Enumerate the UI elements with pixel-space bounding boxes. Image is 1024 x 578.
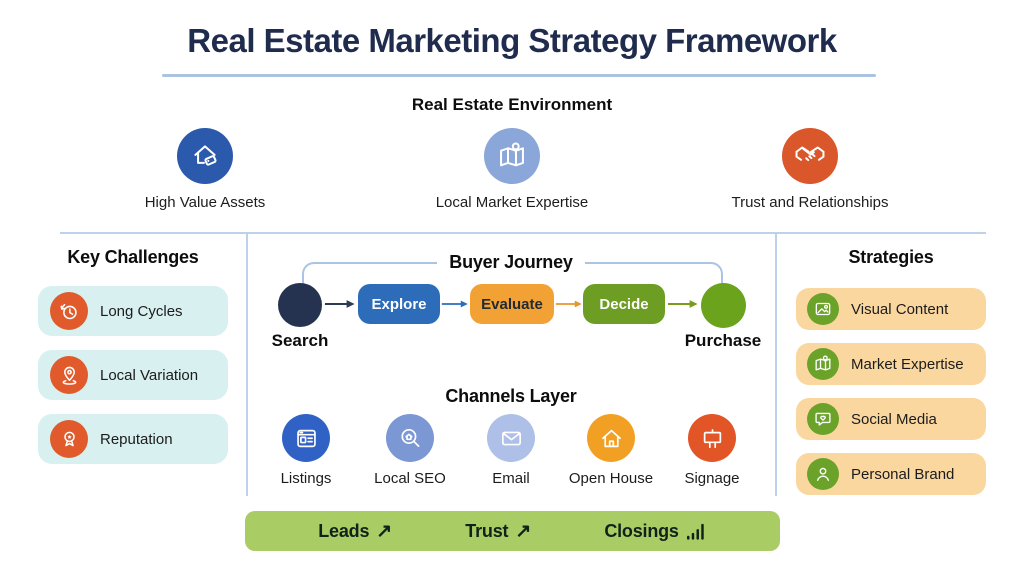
open-house-icon (587, 414, 635, 462)
outcome-label: Trust (465, 520, 509, 541)
purchase-node (701, 283, 746, 328)
handshake-icon (782, 128, 838, 184)
search-node (278, 283, 322, 327)
yard-sign-icon (688, 414, 736, 462)
journey-step: Evaluate (470, 284, 554, 324)
award-ribbon-icon (50, 420, 88, 458)
map-pin-icon (807, 348, 839, 380)
journey-step: Explore (358, 284, 440, 324)
channel-item: Local SEO (355, 414, 465, 487)
channel-item: Open House (556, 414, 666, 487)
channel-label: Email (492, 470, 530, 487)
outcome-item: Leads ↗ (318, 520, 392, 543)
search-label: Search (271, 331, 329, 350)
title-underline (162, 74, 876, 77)
environment-item: Trust and Relationships (700, 128, 920, 211)
house-price-tag-icon (177, 128, 233, 184)
purchase-label: Purchase (684, 331, 762, 350)
location-pin-icon (50, 356, 88, 394)
history-clock-icon (50, 292, 88, 330)
challenges-heading: Key Challenges (67, 247, 199, 267)
arrow-right-icon (441, 298, 469, 310)
strategy-label: Personal Brand (851, 465, 955, 483)
left-vertical-divider (246, 232, 248, 496)
environment-item-label: High Value Assets (144, 194, 266, 211)
trend-up-icon: ↗ (376, 520, 393, 542)
outcome-label: Closings (604, 520, 679, 541)
browser-listing-icon (282, 414, 330, 462)
arrow-right-icon (667, 298, 699, 310)
strategy-card: Personal Brand (796, 453, 986, 495)
outcomes-bar: Leads ↗ Trust ↗ Closings (245, 511, 780, 551)
challenge-card: Reputation (38, 414, 228, 464)
strategy-label: Market Expertise (851, 355, 964, 373)
challenge-card: Long Cycles (38, 286, 228, 336)
outcome-item: Trust ↗ (465, 520, 531, 543)
journey-step-label: Evaluate (481, 295, 543, 313)
strategy-card: Social Media (796, 398, 986, 440)
arrow-right-icon (324, 298, 356, 310)
channel-label: Signage (684, 470, 740, 487)
outcome-label: Leads (318, 520, 370, 541)
bar-chart-icon (686, 522, 707, 541)
right-vertical-divider (775, 232, 777, 496)
environment-item-label: Local Market Expertise (435, 194, 589, 211)
search-house-icon (386, 414, 434, 462)
buyer-journey-heading: Buyer Journey (246, 252, 776, 273)
trend-up-icon: ↗ (515, 520, 532, 542)
channel-label: Listings (280, 470, 332, 487)
envelope-icon (487, 414, 535, 462)
environment-item-label: Trust and Relationships (731, 194, 889, 211)
chat-heart-icon (807, 403, 839, 435)
strategy-card: Visual Content (796, 288, 986, 330)
map-location-icon (484, 128, 540, 184)
environment-heading: Real Estate Environment (411, 95, 613, 114)
journey-step-label: Decide (599, 295, 649, 313)
channel-label: Open House (568, 470, 654, 487)
challenge-label: Long Cycles (100, 302, 183, 320)
channel-item: Email (456, 414, 566, 487)
strategy-label: Visual Content (851, 300, 949, 318)
strategies-heading: Strategies (848, 247, 934, 267)
page-title: Real Estate Marketing Strategy Framework (187, 22, 837, 59)
environment-item: Local Market Expertise (402, 128, 622, 211)
journey-step: Decide (583, 284, 665, 324)
arrow-right-icon (555, 298, 583, 310)
outcome-item: Closings (604, 521, 706, 542)
channel-label: Local SEO (374, 470, 446, 487)
environment-item: High Value Assets (95, 128, 315, 211)
journey-step-label: Explore (371, 295, 427, 313)
person-icon (807, 458, 839, 490)
strategy-label: Social Media (851, 410, 937, 428)
channel-item: Listings (251, 414, 361, 487)
challenge-label: Local Variation (100, 366, 199, 384)
image-icon (807, 293, 839, 325)
channels-heading: Channels Layer (445, 386, 577, 406)
channel-item: Signage (657, 414, 767, 487)
challenge-card: Local Variation (38, 350, 228, 400)
strategy-card: Market Expertise (796, 343, 986, 385)
horizontal-divider (60, 232, 986, 234)
challenge-label: Reputation (100, 430, 173, 448)
